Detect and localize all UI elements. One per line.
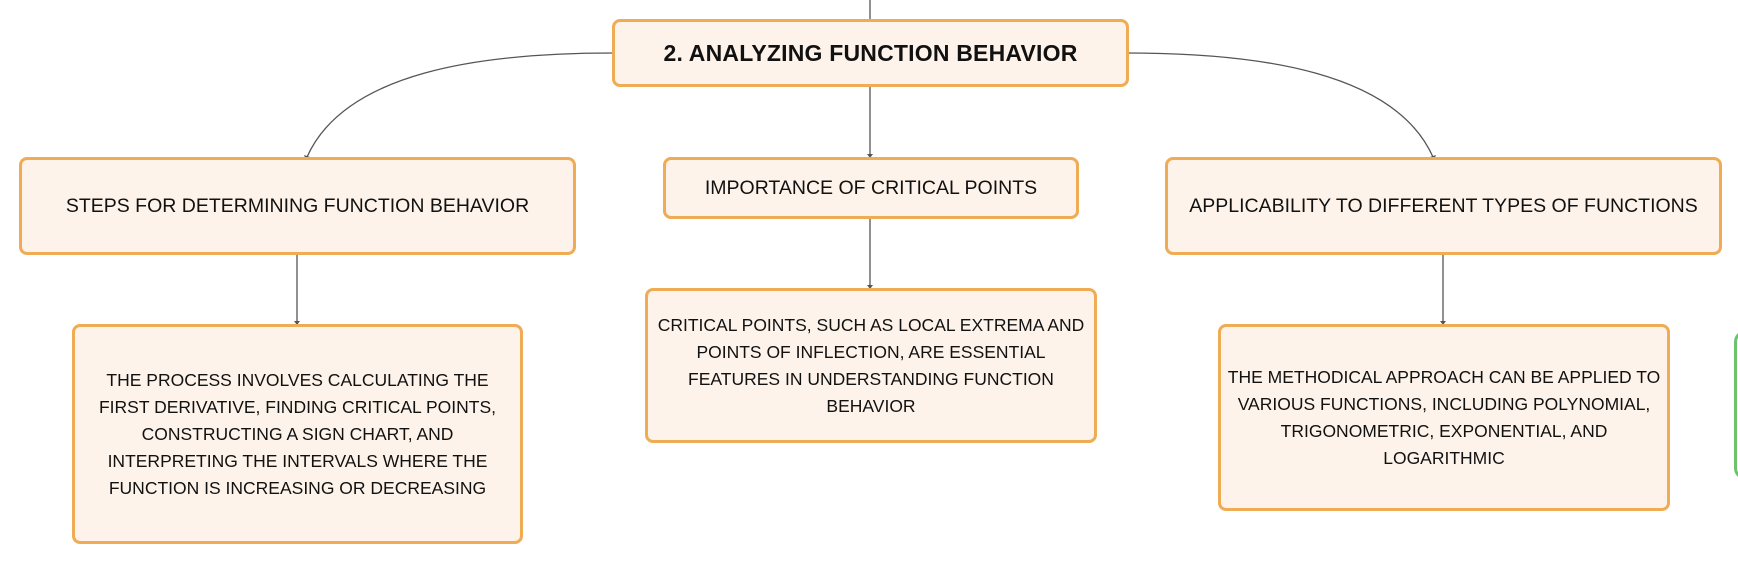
detail-node-critical-points-text: CRITICAL POINTS, SUCH AS LOCAL EXTREMA A… bbox=[657, 314, 1085, 416]
branch-node-critical-points-label: IMPORTANCE OF CRITICAL POINTS bbox=[704, 176, 1038, 199]
branch-node-steps-label: STEPS FOR DETERMINING FUNCTION BEHAVIOR bbox=[65, 194, 530, 217]
detail-node-steps[interactable]: THE PROCESS INVOLVES CALCULATING THE FIR… bbox=[72, 324, 523, 544]
arrowhead-critical-points bbox=[867, 154, 873, 158]
detail-node-critical-points[interactable]: CRITICAL POINTS, SUCH AS LOCAL EXTREMA A… bbox=[645, 288, 1097, 443]
root-node[interactable]: 2. ANALYZING FUNCTION BEHAVIOR bbox=[612, 19, 1129, 87]
arrowhead-critical-points-detail bbox=[867, 285, 873, 289]
branch-node-applicability[interactable]: APPLICABILITY TO DIFFERENT TYPES OF FUNC… bbox=[1165, 157, 1722, 255]
branch-node-steps[interactable]: STEPS FOR DETERMINING FUNCTION BEHAVIOR bbox=[19, 157, 576, 255]
branch-node-applicability-label: APPLICABILITY TO DIFFERENT TYPES OF FUNC… bbox=[1189, 194, 1698, 217]
detail-node-steps-text: THE PROCESS INVOLVES CALCULATING THE FIR… bbox=[98, 369, 497, 498]
branch-node-critical-points[interactable]: IMPORTANCE OF CRITICAL POINTS bbox=[663, 157, 1079, 219]
root-node-label: 2. ANALYZING FUNCTION BEHAVIOR bbox=[663, 39, 1078, 66]
arrowhead-steps-detail bbox=[294, 321, 300, 325]
detail-node-applicability-text: THE METHODICAL APPROACH CAN BE APPLIED T… bbox=[1227, 366, 1661, 468]
arrowhead-applicability-detail bbox=[1440, 321, 1446, 325]
connector-root-to-applicability bbox=[1126, 52, 1434, 158]
detail-node-applicability[interactable]: THE METHODICAL APPROACH CAN BE APPLIED T… bbox=[1218, 324, 1670, 511]
connector-root-to-steps bbox=[306, 52, 614, 158]
offscreen-node-edge bbox=[1734, 330, 1738, 480]
